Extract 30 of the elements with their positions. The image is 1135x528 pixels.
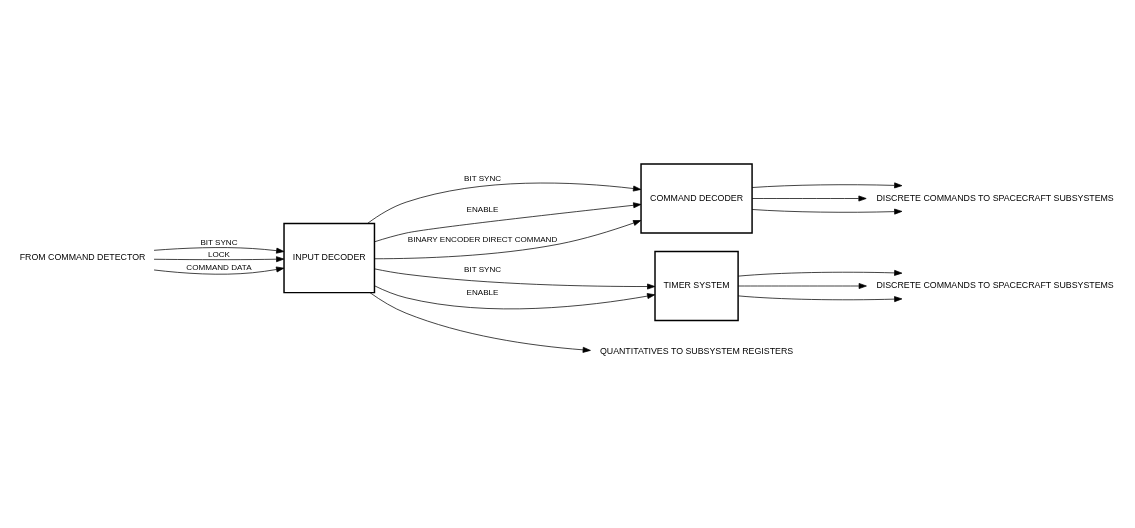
- arrow: [374, 285, 656, 309]
- edge-label: BIT SYNC: [464, 173, 502, 183]
- edge-label: BIT SYNC: [200, 237, 238, 247]
- arrow: [374, 219, 642, 259]
- arrow: [737, 282, 867, 289]
- node-box: INPUT DECODER: [283, 222, 376, 293]
- node-text: QUANTITATIVES TO SUBSYSTEM REGISTERS: [599, 345, 794, 356]
- arrow: [369, 291, 591, 353]
- edge-label: BIT SYNC: [464, 264, 502, 274]
- node-text: DISCRETE COMMANDS TO SPACECRAFT SUBSYSTEMS: [876, 192, 1114, 203]
- arrow: [737, 269, 903, 276]
- edge-label: ENABLE: [466, 204, 499, 214]
- node-box: TIMER SYSTEM: [654, 250, 739, 321]
- arrow: [751, 208, 903, 215]
- arrow: [374, 201, 642, 242]
- arrow: [374, 268, 656, 289]
- node-text: DISCRETE COMMANDS TO SPACECRAFT SUBSYSTEMS: [876, 279, 1114, 290]
- arrow: [751, 195, 867, 201]
- edge-label: ENABLE: [466, 287, 499, 297]
- arrow: [737, 295, 903, 302]
- arrow: [153, 255, 285, 262]
- arrow: [153, 266, 285, 275]
- node-text: FROM COMMAND DETECTOR: [19, 251, 146, 262]
- arrow: [367, 182, 642, 224]
- edge-label: COMMAND DATA: [186, 262, 252, 272]
- edge-label: BINARY ENCODER DIRECT COMMAND: [407, 234, 558, 244]
- arrow: [751, 181, 903, 188]
- arrow: [153, 246, 285, 254]
- node-box: COMMAND DECODER: [640, 162, 753, 234]
- edge-label: LOCK: [207, 249, 230, 259]
